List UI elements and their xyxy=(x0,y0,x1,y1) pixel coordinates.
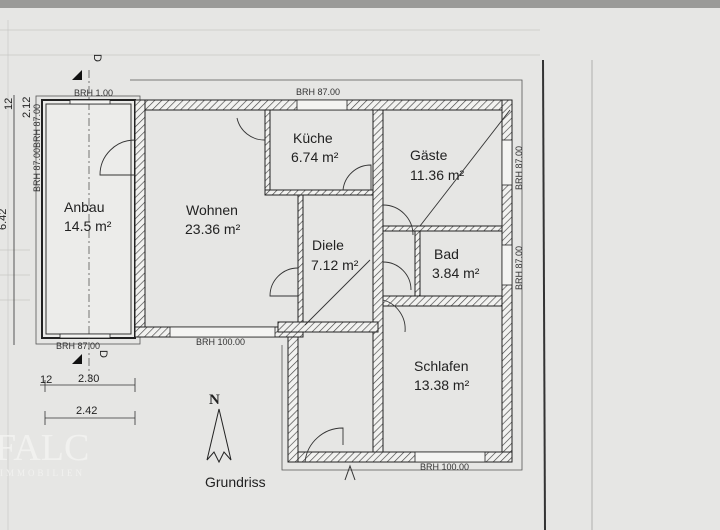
window-label-gaeste-right: BRH 87.00 xyxy=(514,146,524,190)
room-area-schlafen: 13.38 m² xyxy=(414,377,470,393)
room-name-bad: Bad xyxy=(434,246,459,262)
section-marker-bottom: D xyxy=(97,350,109,358)
paper-top-edge xyxy=(0,0,720,8)
room-name-gaeste: Gäste xyxy=(410,147,448,163)
grid-lines xyxy=(0,20,540,530)
room-area-gaeste: 11.36 m² xyxy=(410,167,465,183)
north-arrow-icon xyxy=(206,408,232,464)
dim-left-212: 2.12 xyxy=(21,97,33,118)
room-area-anbau: 14.5 m² xyxy=(64,218,112,234)
room-area-bad: 3.84 m² xyxy=(432,265,480,281)
entrance-arrow-icon xyxy=(344,464,356,481)
dim-left-642: 6.42 xyxy=(0,209,9,230)
dim-bottom-12: 12 xyxy=(40,374,52,386)
window-label-anbau-bottom: BRH 87.00 xyxy=(56,341,100,351)
room-area-diele: 7.12 m² xyxy=(311,257,359,273)
window-label-top: BRH 87.00 xyxy=(296,87,340,97)
watermark-logo: FALC xyxy=(0,427,89,469)
section-marker-bottom-icon xyxy=(72,354,82,364)
room-name-wohnen: Wohnen xyxy=(186,202,238,218)
door-swings xyxy=(99,109,511,463)
room-name-kueche: Küche xyxy=(293,130,333,146)
section-marker-top-icon xyxy=(72,70,82,80)
windows xyxy=(59,99,513,463)
page-boundary-line xyxy=(542,59,546,530)
outline-frame xyxy=(130,79,523,471)
dim-bottom-242: 2.42 xyxy=(76,405,97,417)
window-label-anbau-top: BRH 1.00 xyxy=(74,88,113,98)
plan-title: Grundriss xyxy=(205,474,266,490)
room-name-diele: Diele xyxy=(312,237,344,253)
room-name-schlafen: Schlafen xyxy=(414,358,468,374)
window-label-anbau-left: BRH 87.00BRH 87.00 xyxy=(32,104,42,192)
window-label-bad-right: BRH 87.00 xyxy=(514,246,524,290)
room-name-anbau: Anbau xyxy=(64,199,104,215)
section-marker-top: D xyxy=(91,54,103,62)
window-label-schlafen-bottom: BRH 100.00 xyxy=(420,462,469,472)
window-label-wohnen-bottom: BRH 100.00 xyxy=(196,337,245,347)
watermark-subtitle: IMMOBILIEN xyxy=(0,468,85,478)
room-area-wohnen: 23.36 m² xyxy=(185,221,241,237)
dim-bottom-230: 2.30 xyxy=(78,373,99,385)
dim-left-12: 12 xyxy=(3,98,15,110)
dimension-lines xyxy=(13,95,136,425)
north-label: N xyxy=(209,392,220,408)
room-area-kueche: 6.74 m² xyxy=(291,149,339,165)
